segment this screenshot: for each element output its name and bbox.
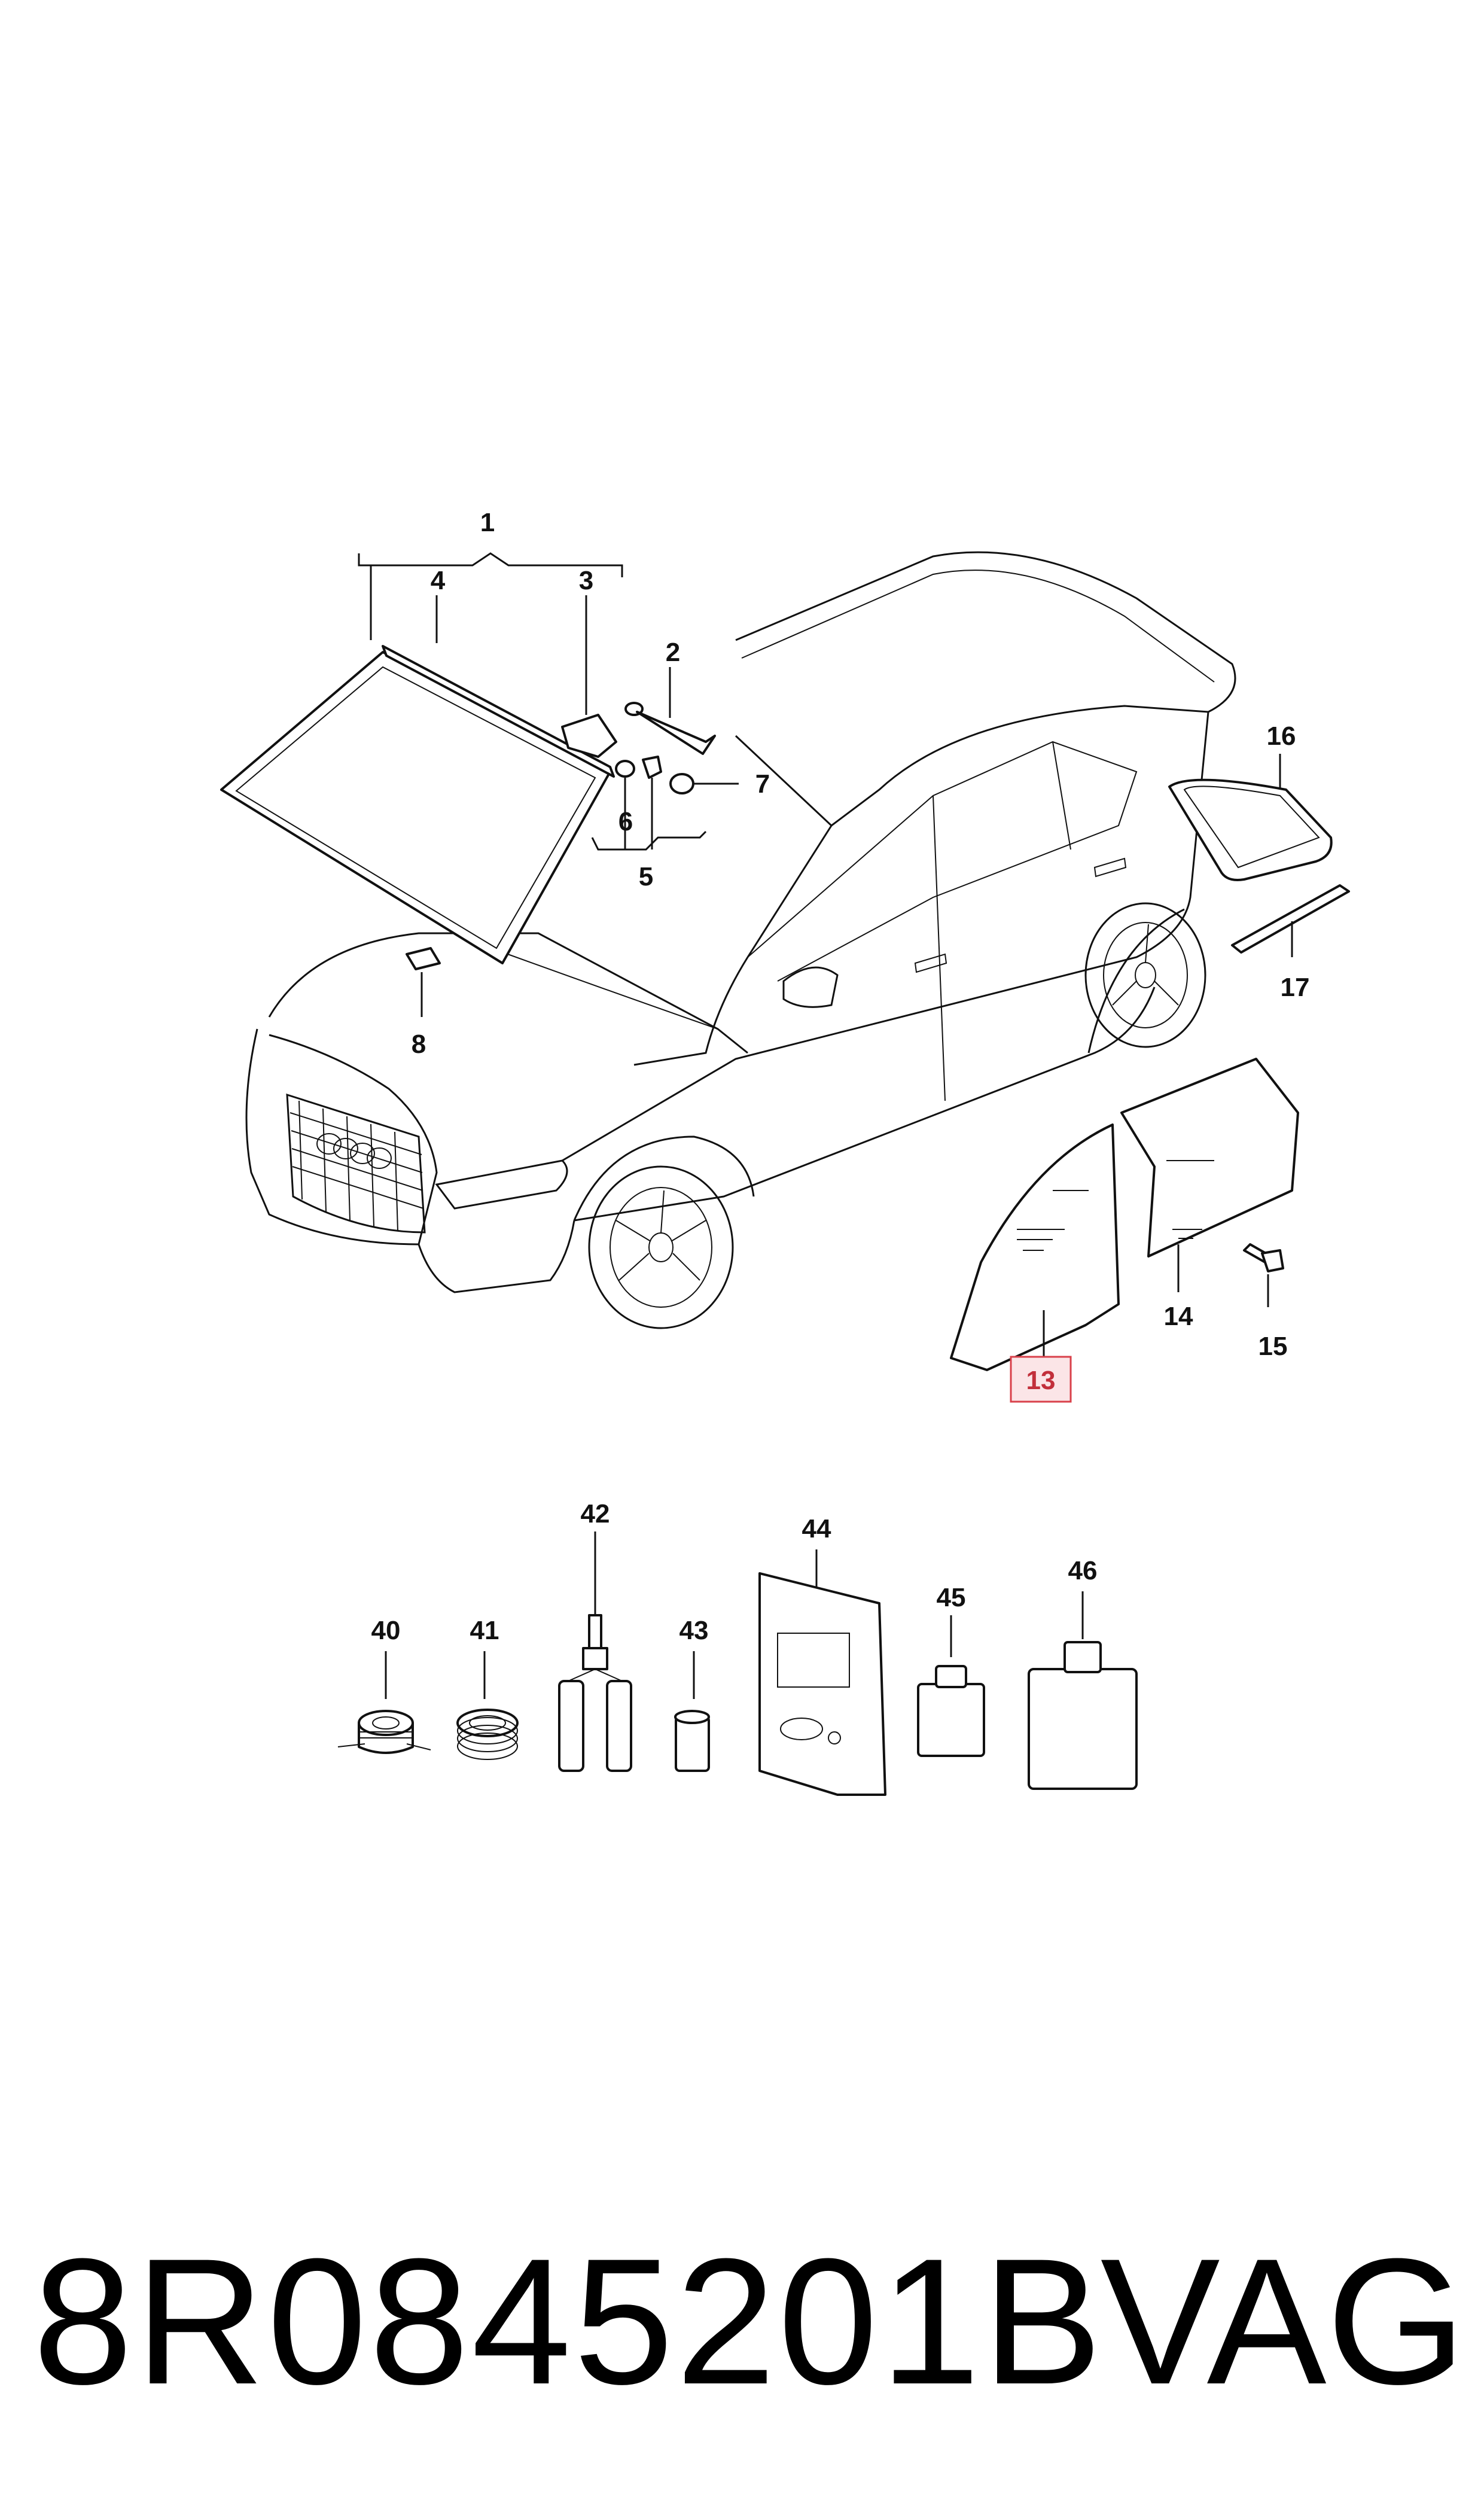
callout-44: 44 <box>802 1514 831 1543</box>
rear-door-glass-part <box>1120 1058 1299 1258</box>
clip-6-part <box>615 760 635 778</box>
callout-43: 43 <box>679 1616 709 1645</box>
callout-16: 16 <box>1267 721 1296 751</box>
callout-42: 42 <box>581 1499 610 1529</box>
adhesive-cartridge-part <box>558 1531 632 1772</box>
callout-46: 46 <box>1068 1556 1098 1585</box>
front-door-glass-part <box>950 1123 1120 1371</box>
callout-15: 15 <box>1258 1332 1288 1361</box>
callout-13: 13 <box>1026 1366 1056 1395</box>
parts-diagram: 1 2 3 4 5 6 7 8 16 17 14 15 13 <box>220 508 1350 1796</box>
rain-sensor-bracket-part <box>624 702 716 755</box>
front-wheel <box>573 1135 755 1329</box>
grille-bars <box>290 1100 424 1232</box>
callout-4: 4 <box>431 566 446 595</box>
callout-6: 6 <box>618 807 633 836</box>
part-number-label: 8R0845201B <box>33 2221 1105 2422</box>
activator-bottle-part <box>917 1615 985 1757</box>
callout-7: 7 <box>755 769 770 799</box>
callout-3: 3 <box>579 566 593 595</box>
clip-7-part <box>669 773 694 794</box>
callout-41: 41 <box>470 1616 499 1645</box>
primer-can-part <box>674 1651 710 1772</box>
sensor-mount-part <box>561 714 617 758</box>
windshield-glass <box>220 645 615 964</box>
brand-label: VAG <box>1100 2221 1466 2422</box>
callout-17: 17 <box>1281 973 1310 1002</box>
callout-2: 2 <box>666 638 680 667</box>
repair-kit-pack-part <box>758 1549 886 1796</box>
bolt-part <box>1243 1243 1284 1272</box>
quarter-seal-part <box>1231 884 1350 954</box>
callout-45: 45 <box>937 1583 966 1612</box>
leader-lines <box>358 552 1293 1358</box>
callout-5: 5 <box>639 862 653 891</box>
cleaner-bottle-part <box>1028 1591 1138 1790</box>
rear-wheel <box>1084 902 1206 1054</box>
callout-40: 40 <box>371 1616 401 1645</box>
adhesive-spool-part <box>337 1651 431 1754</box>
callout-8: 8 <box>412 1030 426 1059</box>
callout-14: 14 <box>1164 1302 1193 1331</box>
callout-1: 1 <box>480 508 495 537</box>
brand-rings-logo <box>316 1133 392 1169</box>
mirror-base-part <box>406 947 441 970</box>
clip-5-part <box>642 756 662 779</box>
sealing-cord-coil-part <box>456 1651 519 1760</box>
highlighted-callout-13[interactable]: 13 <box>1010 1356 1072 1403</box>
quarter-glass-part <box>1168 778 1333 881</box>
car-illustration <box>245 551 1236 1329</box>
